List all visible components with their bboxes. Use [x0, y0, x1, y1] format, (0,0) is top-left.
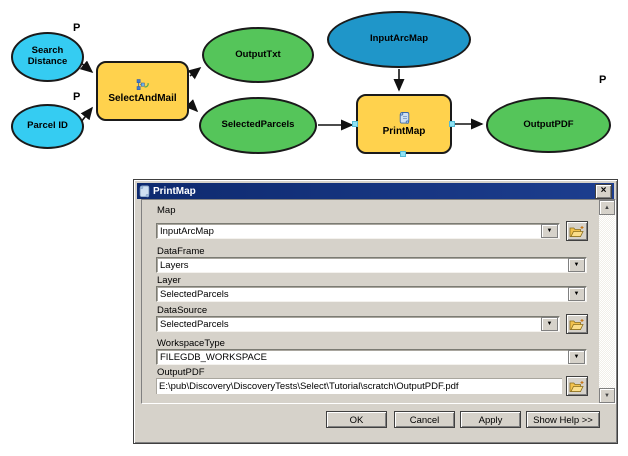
map-value: InputArcMap: [160, 225, 214, 237]
field-label-outputpdf: OutputPDF: [157, 367, 205, 378]
parameters-panel: Map InputArcMap ▼ DataFrame Layers ▼ Lay…: [141, 199, 616, 404]
connection-handle: [352, 121, 358, 127]
outputpdf-input[interactable]: [156, 378, 562, 394]
scroll-up-icon[interactable]: ▲: [599, 200, 615, 215]
datasource-browse-button[interactable]: [566, 314, 588, 334]
tool-label: PrintMap: [382, 126, 426, 137]
datasource-combobox[interactable]: SelectedParcels ▼: [156, 316, 560, 332]
printmap-dialog: PrintMap × Map InputArcMap ▼ DataFrame L…: [133, 179, 618, 444]
diagram-node-search-distance[interactable]: Search Distance: [11, 32, 84, 82]
parameter-marker: P: [73, 22, 81, 34]
chevron-down-icon[interactable]: ▼: [568, 258, 585, 272]
diagram-node-output-pdf[interactable]: OutputPDF: [486, 97, 611, 153]
chevron-down-icon[interactable]: ▼: [541, 224, 558, 238]
chevron-down-icon[interactable]: ▼: [568, 350, 585, 364]
parameter-marker: P: [599, 74, 607, 86]
map-browse-button[interactable]: [566, 221, 588, 241]
datasource-value: SelectedParcels: [160, 318, 229, 330]
chevron-down-icon[interactable]: ▼: [568, 287, 585, 301]
field-label-layer: Layer: [157, 275, 181, 286]
show-help-button[interactable]: Show Help >>: [526, 411, 600, 428]
diagram-node-output-txt[interactable]: OutputTxt: [202, 27, 314, 83]
open-folder-icon: [569, 380, 584, 392]
open-folder-icon: [569, 225, 584, 237]
script-tool-icon: [139, 185, 150, 197]
dialog-title: PrintMap: [153, 185, 196, 197]
field-label-map: Map: [157, 205, 176, 216]
layer-combobox[interactable]: SelectedParcels ▼: [156, 286, 587, 302]
diagram-node-selected-parcels[interactable]: SelectedParcels: [199, 97, 317, 154]
diagram-node-input-arcmap[interactable]: InputArcMap: [327, 11, 471, 68]
field-label-datasource: DataSource: [157, 305, 208, 316]
workspacetype-value: FILEGDB_WORKSPACE: [160, 351, 267, 363]
chevron-down-icon[interactable]: ▼: [541, 317, 558, 331]
dataframe-value: Layers: [160, 259, 189, 271]
open-folder-icon: [569, 318, 584, 330]
map-combobox[interactable]: InputArcMap ▼: [156, 223, 560, 239]
outputpdf-browse-button[interactable]: [566, 376, 588, 396]
diagram-node-select-and-mail[interactable]: SelectAndMail: [96, 61, 189, 121]
scroll-down-icon[interactable]: ▼: [599, 388, 615, 403]
dialog-titlebar[interactable]: PrintMap ×: [137, 183, 614, 199]
tool-label: SelectAndMail: [108, 93, 177, 104]
script-tool-icon: [399, 112, 409, 124]
apply-button[interactable]: Apply: [460, 411, 521, 428]
diagram-node-parcel-id[interactable]: Parcel ID: [11, 104, 84, 149]
diagram-node-print-map[interactable]: PrintMap: [356, 94, 452, 154]
connection-handle: [400, 151, 406, 157]
workspacetype-combobox[interactable]: FILEGDB_WORKSPACE ▼: [156, 349, 587, 365]
parameter-marker: P: [73, 91, 81, 103]
modelbuilder-diagram: P P P Search Distance Parcel ID SelectAn…: [0, 0, 628, 175]
dataframe-combobox[interactable]: Layers ▼: [156, 257, 587, 273]
field-label-dataframe: DataFrame: [157, 246, 205, 257]
layer-value: SelectedParcels: [160, 288, 229, 300]
field-label-workspacetype: WorkspaceType: [157, 338, 225, 349]
model-tool-icon: [136, 79, 149, 90]
cancel-button[interactable]: Cancel: [394, 411, 455, 428]
close-icon[interactable]: ×: [595, 183, 612, 199]
connection-handle: [449, 121, 455, 127]
vertical-scrollbar[interactable]: ▲ ▼: [599, 200, 615, 403]
ok-button[interactable]: OK: [326, 411, 387, 428]
